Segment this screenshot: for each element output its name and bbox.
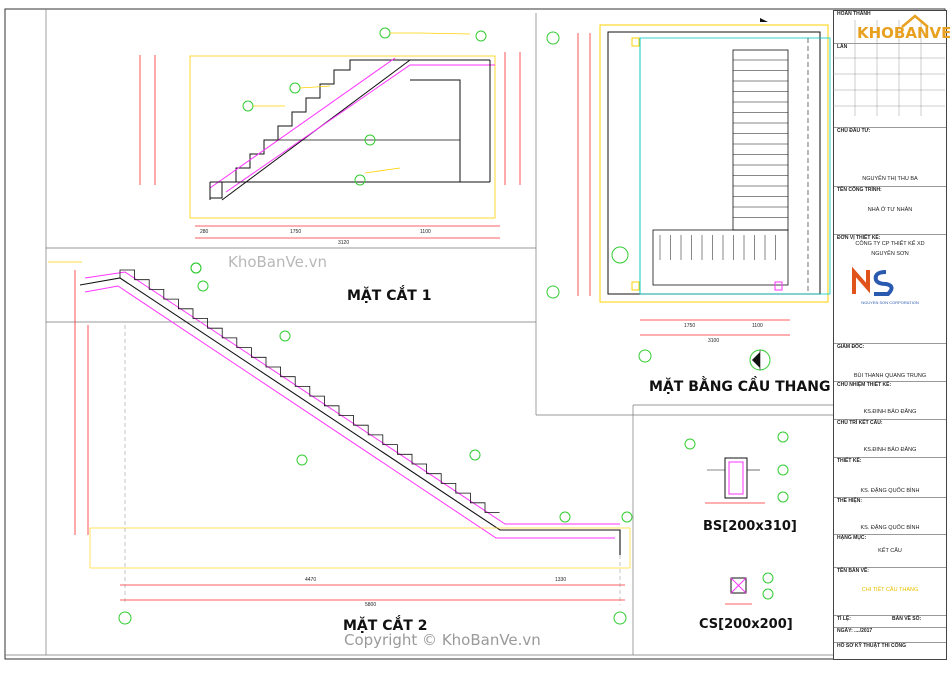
dim-s1-a: 280 xyxy=(200,229,209,235)
watermark-text: KhoBanVe.vn xyxy=(228,253,327,271)
dim-s1-b: 1750 xyxy=(290,229,302,235)
tb-ten-ban-ve: TÊN BẢN VẼ: xyxy=(837,568,869,574)
tb-thiet-ke: THIẾT KẾ: xyxy=(837,458,862,464)
tb-hoan-thanh: HOÀN THÀNH xyxy=(837,11,871,17)
tb-chu-tri-name: KS.ĐINH BẢO ĐĂNG xyxy=(863,447,917,453)
tb-chu-nhiem-name: KS.ĐINH BẢO ĐĂNG xyxy=(863,409,917,415)
section-2-title: MẶT CẮT 2 xyxy=(343,618,428,634)
beam-details xyxy=(684,431,789,605)
tb-company-line1: CÔNG TY CP THIẾT KẾ XD xyxy=(855,241,925,247)
tb-ten-cong-trinh: TÊN CÔNG TRÌNH: xyxy=(837,187,882,193)
khobanve-logo: KHOBANVE xyxy=(857,24,950,42)
tb-ve: THỂ HIỆN: xyxy=(837,498,862,504)
tb-ten-ban-ve-val: CHI TIẾT CẦU THANG xyxy=(861,587,919,593)
dim-plan-a: 1750 xyxy=(684,323,696,329)
tb-ban-ve-so: BẢN VẼ SỐ: xyxy=(892,616,922,622)
stair-plan-drawing xyxy=(546,18,831,371)
stair-steps xyxy=(119,269,500,513)
tb-thiet-ke-name: KS. ĐẶNG QUỐC BÌNH xyxy=(860,488,920,494)
dim-s1-total: 3120 xyxy=(338,240,350,246)
tb-company-line2: NGUYỄN SƠN xyxy=(871,251,909,257)
section-1-title: MẶT CẮT 1 xyxy=(347,288,432,304)
copyright-text: Copyright © KhoBanVe.vn xyxy=(344,631,541,649)
dim-s1-c: 1100 xyxy=(420,229,431,235)
tb-giam-doc-name: BÙI THANH QUANG TRUNG xyxy=(853,373,927,379)
tb-ve-name: KS. ĐẶNG QUỐC BÌNH xyxy=(860,525,920,531)
beam-cs-title: CS[200x200] xyxy=(699,617,793,632)
dim-s2-a: 4470 xyxy=(305,577,317,583)
dim-plan-total: 3100 xyxy=(708,338,720,344)
tb-lan: LẦN xyxy=(837,44,848,50)
tb-giam-doc: GIÁM ĐỐC: xyxy=(837,344,865,350)
title-block: HOÀN THÀNH LẦN CHỦ ĐẦU TƯ: NGUYỄN THỊ TH… xyxy=(833,10,947,660)
dim-s2-total: 5800 xyxy=(365,602,377,608)
dim-plan-b: 1100 xyxy=(752,323,763,329)
tb-ti-le: TỈ LỆ: xyxy=(837,616,851,622)
stair-plan-title: MẶT BẰNG CẦU THANG xyxy=(649,379,831,395)
tb-project-name: NHÀ Ở TƯ NHÂN xyxy=(867,207,913,213)
tb-hang-muc-val: KẾT CẤU xyxy=(878,548,902,554)
title-block-grid xyxy=(833,20,945,116)
tb-chu-dau-tu: CHỦ ĐẦU TƯ: xyxy=(837,128,871,134)
tb-footer: HỒ SƠ KỸ THUẬT THI CÔNG xyxy=(837,643,906,649)
dim-s2-b: 1330 xyxy=(555,577,567,583)
tb-hang-muc: HẠNG MỤC: xyxy=(837,535,867,541)
tb-don-vi-thiet-ke: ĐƠN VỊ THIẾT KẾ: xyxy=(837,235,881,241)
tb-company-sub: NGUYEN SON CORPORATION xyxy=(861,300,919,305)
section-1-drawing xyxy=(139,27,521,239)
tb-chu-nhiem: CHỦ NHIỆM THIẾT KẾ: xyxy=(837,382,892,388)
house-roof-icon xyxy=(901,14,929,28)
section-2-drawing xyxy=(48,261,633,625)
tb-ngay: NGÀY: ..../2017 xyxy=(837,628,873,634)
beam-bs-title: BS[200x310] xyxy=(703,519,797,534)
tb-owner-name: NGUYỄN THỊ THU BA xyxy=(862,176,918,182)
tb-chu-tri: CHỦ TRÌ KẾT CẤU: xyxy=(837,420,883,426)
company-logo-icon xyxy=(852,266,894,296)
